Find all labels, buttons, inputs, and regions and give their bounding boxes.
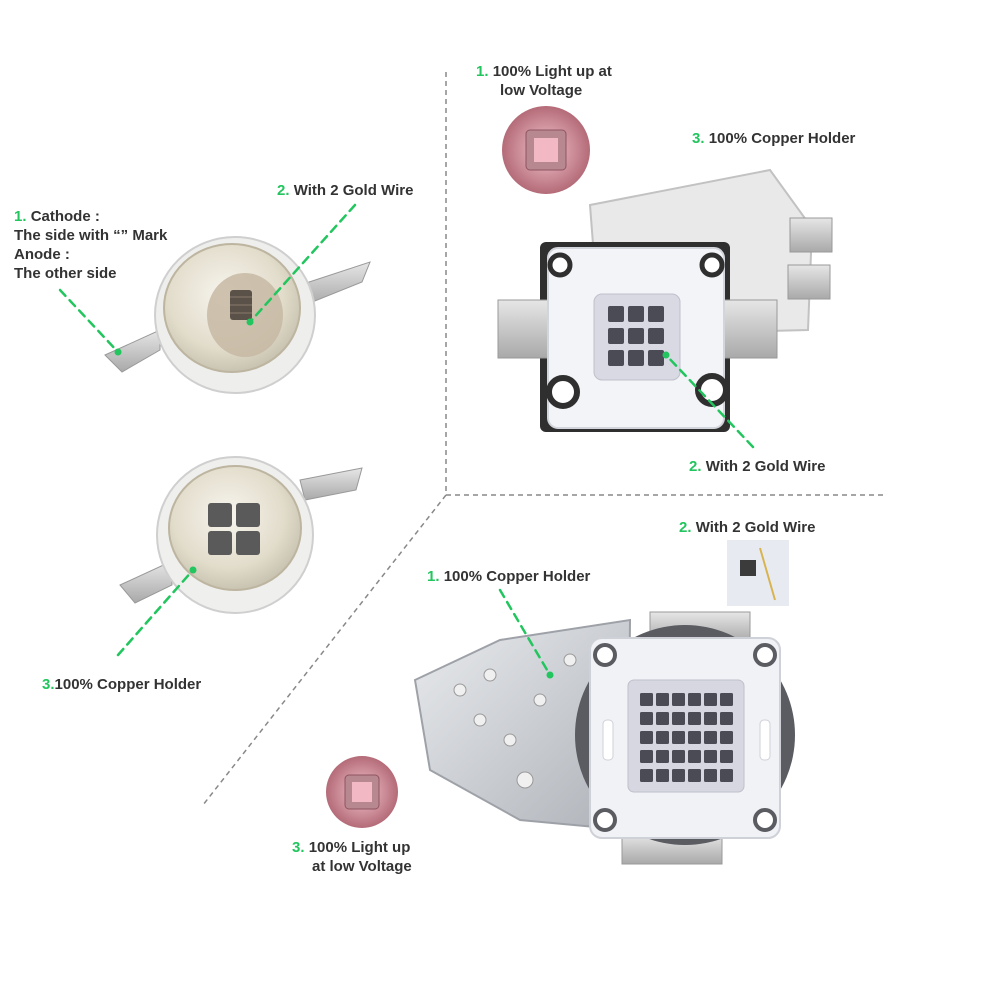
led-chip [688, 769, 701, 782]
led-chip [656, 769, 669, 782]
leader-lines [58, 203, 755, 677]
led-chip [672, 712, 685, 725]
copper-holder-label-top-right: 3. 100% Copper Holder [692, 129, 855, 148]
led-chip [720, 769, 733, 782]
ir-glow-inset-top [502, 106, 590, 194]
copper-holder-label-left: 3.100% Copper Holder [42, 675, 201, 694]
led-chip [672, 750, 685, 763]
led-chip [704, 731, 717, 744]
divider-lines [202, 72, 885, 806]
led-chip [688, 712, 701, 725]
label-number: 1. [476, 63, 489, 80]
label-text: 100% Copper Holder [708, 130, 856, 147]
leader-dots [114, 318, 670, 679]
light-up-label-top: 1. 100% Light up at low Voltage [476, 62, 612, 100]
label-text: 100% Light up at [492, 63, 612, 80]
label-text-2: at low Voltage [312, 858, 412, 875]
50w-chip-grid [640, 693, 733, 782]
label-number: 1. [427, 568, 440, 585]
led-chip [704, 750, 717, 763]
gold-wire-label-bottom-right: 2. With 2 Gold Wire [679, 518, 815, 537]
led-chip [688, 731, 701, 744]
led-chip [672, 769, 685, 782]
label-number: 2. [277, 182, 290, 199]
led-chip [640, 731, 653, 744]
label-number: 3. [692, 130, 705, 147]
led-chip [720, 750, 733, 763]
label-number: 3. [42, 676, 55, 693]
led-chip [640, 693, 653, 706]
anode-title: Anode : [14, 246, 70, 263]
anode-desc: The other side [14, 265, 117, 282]
label-text: With 2 Gold Wire [705, 458, 826, 475]
led-chip [688, 750, 701, 763]
label-number: 3. [292, 839, 305, 856]
led-chip [688, 693, 701, 706]
label-text: 100% Light up [308, 839, 411, 856]
led-chip [704, 693, 717, 706]
led-chip [656, 750, 669, 763]
led-chip [720, 731, 733, 744]
label-text: With 2 Gold Wire [695, 519, 816, 536]
label-text: With 2 Gold Wire [293, 182, 414, 199]
led-chip [656, 712, 669, 725]
led-chip [672, 693, 685, 706]
led-chip [704, 712, 717, 725]
label-number: 2. [689, 458, 702, 475]
led-chip [672, 731, 685, 744]
label-text-2: low Voltage [500, 82, 583, 99]
gold-wire-label-mid-right: 2. With 2 Gold Wire [689, 457, 825, 476]
10w-cob-led-icon [497, 168, 833, 432]
cathode-anode-label: 1. Cathode : The side with “” Mark Anode… [14, 207, 167, 283]
ir-glow-inset-bottom [326, 756, 398, 828]
led-chip [656, 693, 669, 706]
gold-wire-inset [727, 540, 789, 606]
copper-holder-label-bottom: 1. 100% Copper Holder [427, 567, 590, 586]
led-chip [720, 693, 733, 706]
cathode-desc: The side with “” Mark [14, 227, 168, 244]
label-text: 100% Copper Holder [54, 676, 202, 693]
label-number: 1. [14, 208, 27, 225]
led-chip [640, 750, 653, 763]
single-chip-led-icon [104, 236, 371, 394]
cathode-title: Cathode : [30, 208, 100, 225]
gold-wire-label-top-left: 2. With 2 Gold Wire [277, 181, 413, 200]
50w-cob-led-icon [413, 611, 795, 865]
label-text: 100% Copper Holder [443, 568, 591, 585]
led-chip [704, 769, 717, 782]
quad-chip-led-icon [119, 456, 363, 614]
led-chip [640, 769, 653, 782]
led-chip [640, 712, 653, 725]
led-chip [720, 712, 733, 725]
light-up-label-bottom: 3. 100% Light up at low Voltage [292, 838, 412, 876]
label-number: 2. [679, 519, 692, 536]
led-chip [656, 731, 669, 744]
